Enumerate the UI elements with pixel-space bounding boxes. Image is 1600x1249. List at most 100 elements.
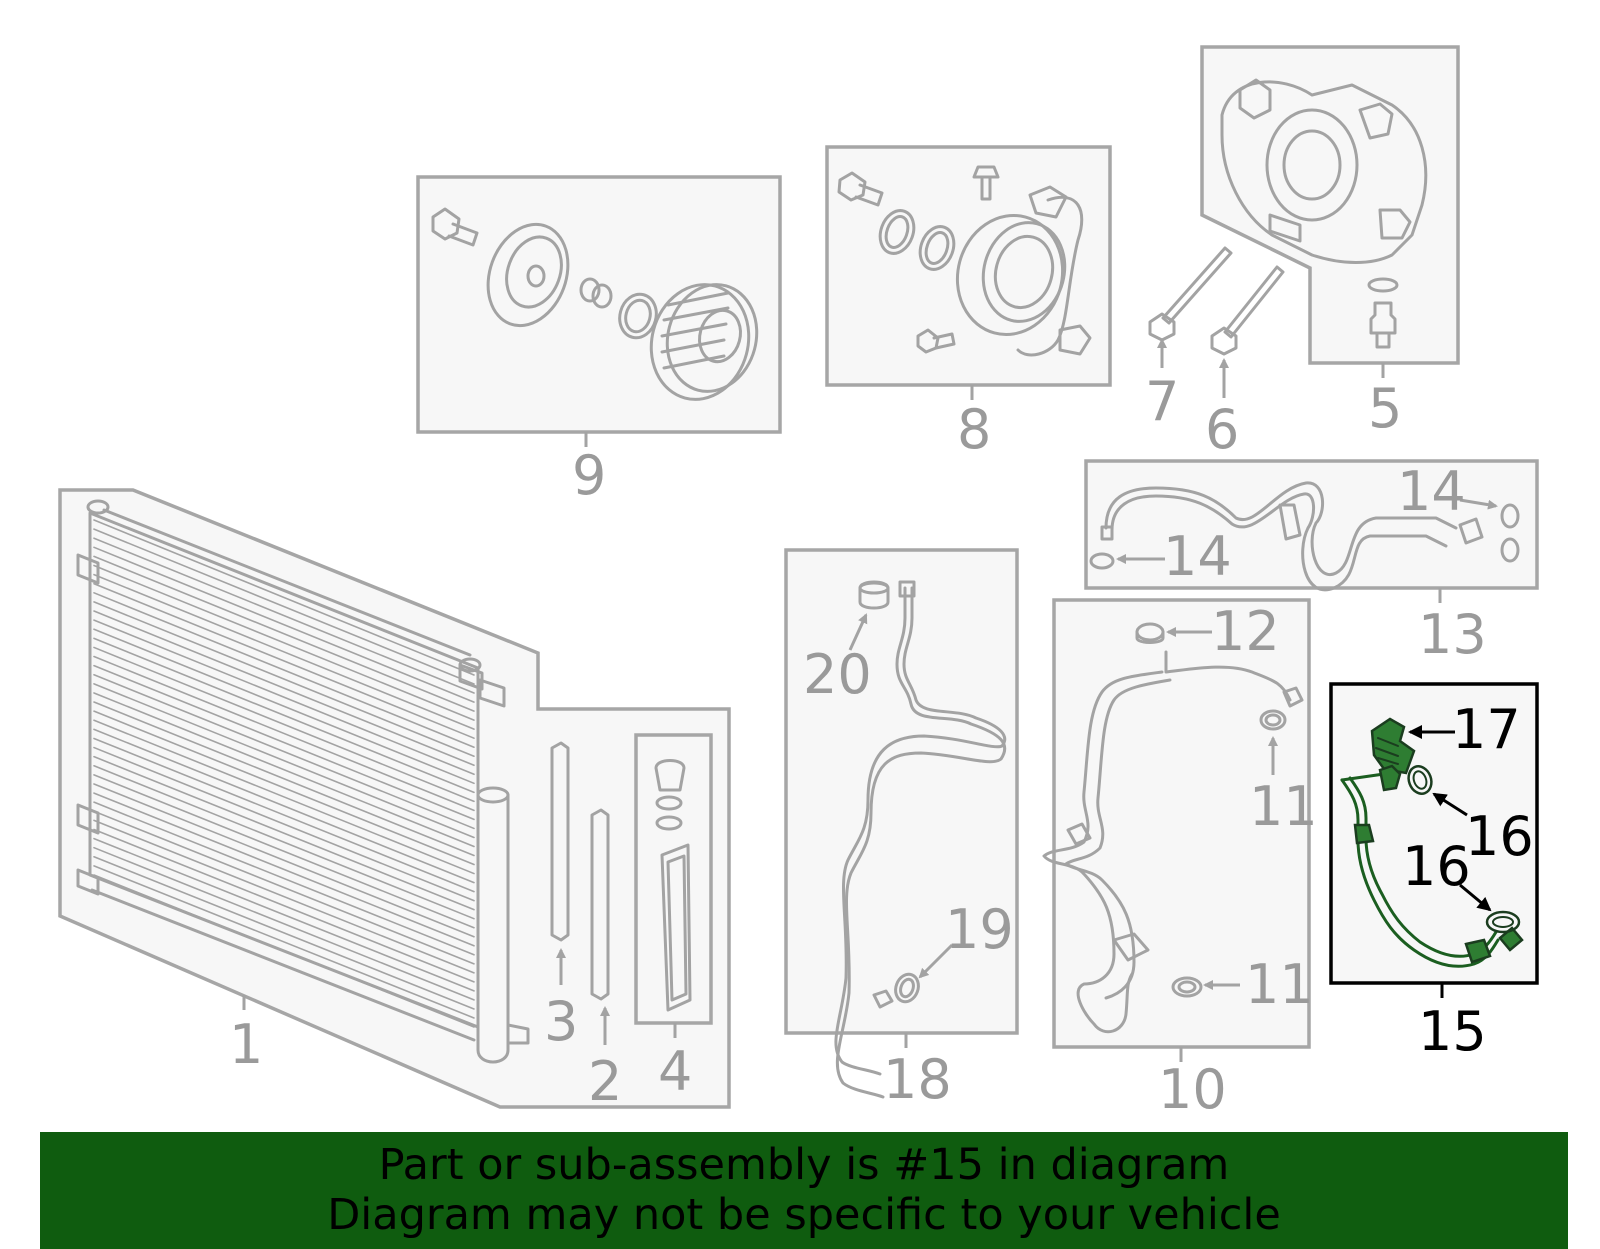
callout-19: 19 xyxy=(945,898,1014,961)
part-12-cap-icon xyxy=(1135,622,1165,644)
condenser-fin xyxy=(93,628,475,785)
condenser-fin xyxy=(93,828,475,983)
callout-11b: 11 xyxy=(1245,953,1314,1016)
part-16-o-ring-icon xyxy=(1485,910,1521,934)
condenser-fin xyxy=(93,719,475,875)
condenser-fin xyxy=(93,783,475,938)
callout-13: 13 xyxy=(1418,603,1487,666)
part-group-5[interactable]: 5 xyxy=(1200,45,1460,440)
part-17-service-valve-icon xyxy=(1370,717,1416,775)
condenser-fin xyxy=(93,573,475,730)
callout-16b: 16 xyxy=(1402,835,1471,898)
callout-3: 3 xyxy=(544,990,578,1053)
condenser-fin xyxy=(93,701,475,857)
callout-14a: 14 xyxy=(1163,525,1232,588)
condenser-fin xyxy=(93,546,475,703)
condenser-fin xyxy=(93,646,475,803)
condenser-fin xyxy=(93,519,475,676)
condenser-fin xyxy=(93,610,475,767)
part-11-o-ring-icon xyxy=(1259,709,1287,731)
field-coil-icon xyxy=(955,185,1092,357)
bolt-icon xyxy=(837,171,884,207)
banner-line-2: Diagram may not be specific to your vehi… xyxy=(327,1190,1281,1240)
part-group-8[interactable]: 8 xyxy=(825,145,1112,461)
callout-11a: 11 xyxy=(1249,775,1318,838)
part-19-o-ring-icon xyxy=(894,972,920,1004)
callout-4: 4 xyxy=(658,1040,692,1103)
callout-12: 12 xyxy=(1211,600,1280,663)
condenser-fin xyxy=(93,792,475,947)
callout-9: 9 xyxy=(572,444,606,507)
part-7-bolt[interactable]: 7 xyxy=(1145,246,1233,433)
callout-16a: 16 xyxy=(1465,805,1534,868)
gasket-icon xyxy=(1367,277,1399,293)
part-6-bolt[interactable]: 6 xyxy=(1205,265,1285,461)
condenser-fin xyxy=(93,637,475,794)
condenser-fin xyxy=(93,528,475,685)
condenser-fin xyxy=(93,774,475,929)
callout-18: 18 xyxy=(883,1048,952,1111)
screw-icon xyxy=(972,165,1000,201)
part-3-seal-icon[interactable]: 3 xyxy=(544,741,578,1053)
callout-15: 15 xyxy=(1418,1000,1487,1063)
part-group-13[interactable]: 14 14 13 xyxy=(1084,459,1539,666)
condenser-fin xyxy=(93,755,475,911)
bolt-icon xyxy=(916,328,956,354)
condenser-fin xyxy=(93,855,475,1010)
condenser-fin xyxy=(93,874,475,1028)
part-2-seal-icon[interactable]: 2 xyxy=(588,808,622,1113)
condenser-fin xyxy=(93,746,475,902)
pulley-icon xyxy=(649,283,759,401)
compressor-icon xyxy=(1220,78,1428,264)
discharge-hose-icon xyxy=(1340,764,1524,968)
condenser-fin xyxy=(93,673,475,830)
condenser-fin xyxy=(93,664,475,821)
condenser-fin xyxy=(93,564,475,721)
part-group-10[interactable]: 12 11 11 10 xyxy=(1042,598,1318,1121)
banner-line-1: Part or sub-assembly is #15 in diagram xyxy=(378,1140,1230,1190)
condenser-fin xyxy=(93,619,475,776)
condenser-fin xyxy=(93,846,475,1001)
callout-2: 2 xyxy=(588,1050,622,1113)
condenser-fin xyxy=(93,537,475,694)
callout-7: 7 xyxy=(1145,370,1179,433)
condenser-fin xyxy=(93,692,475,848)
callout-14b: 14 xyxy=(1397,460,1466,523)
callout-6: 6 xyxy=(1205,398,1239,461)
clutch-bolt-icon xyxy=(431,207,479,247)
condenser-fin xyxy=(93,601,475,758)
part-group-9[interactable]: 9 xyxy=(416,175,782,507)
condenser-fin xyxy=(93,655,475,812)
condenser-fin xyxy=(93,582,475,739)
part-group-condenser[interactable]: 3 2 4 1 xyxy=(58,488,731,1113)
part-group-15-highlighted[interactable]: 17 16 16 15 xyxy=(1329,682,1539,1063)
condenser-fin xyxy=(93,837,475,992)
shim-icon xyxy=(579,277,613,309)
condenser-fin xyxy=(93,764,475,920)
condenser-fin xyxy=(93,592,475,749)
condenser-fin xyxy=(93,801,475,956)
condenser-fin xyxy=(93,819,475,974)
callout-20: 20 xyxy=(803,643,872,706)
condenser-icon xyxy=(76,499,506,1042)
part-4-filter-kit[interactable]: 4 xyxy=(634,733,713,1103)
liquid-line-icon xyxy=(834,580,1007,1099)
callout-10: 10 xyxy=(1158,1058,1227,1121)
o-ring-pair-icon xyxy=(878,209,956,271)
discharge-line-icon xyxy=(1042,650,1304,1034)
condenser-fin xyxy=(93,683,475,839)
condenser-fin xyxy=(93,865,475,1019)
o-ring-icon xyxy=(1089,503,1520,570)
callout-17: 17 xyxy=(1452,698,1521,761)
part-16-o-ring-icon xyxy=(1407,765,1433,795)
suction-hose-icon xyxy=(1100,481,1484,592)
part-group-18[interactable]: 20 19 18 xyxy=(784,548,1019,1111)
condenser-fin xyxy=(93,555,475,712)
condenser-fin xyxy=(93,710,475,866)
callout-1: 1 xyxy=(229,1013,263,1076)
callout-8: 8 xyxy=(957,398,991,461)
relief-valve-icon xyxy=(1369,301,1397,349)
callout-5: 5 xyxy=(1368,377,1402,440)
info-banner: Part or sub-assembly is #15 in diagram D… xyxy=(40,1132,1568,1249)
